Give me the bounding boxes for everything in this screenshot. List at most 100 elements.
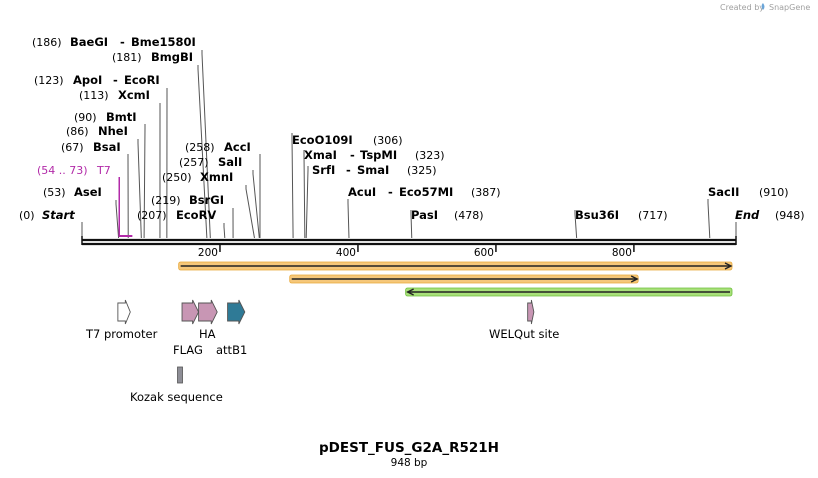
site-pos-nhei: (86) bbox=[66, 125, 89, 138]
site-name-bmti[interactable]: BmtI bbox=[106, 110, 137, 124]
feature-attb1[interactable] bbox=[227, 299, 246, 325]
end-label: End bbox=[735, 208, 760, 222]
leader-line-baegi bbox=[201, 50, 211, 239]
leader-line-bsu36i bbox=[574, 210, 578, 239]
site-name-srfi[interactable]: SrfI bbox=[312, 163, 335, 177]
site-name-smai[interactable]: SmaI bbox=[357, 163, 389, 177]
ruler-ticks: 200 400 600 800 bbox=[198, 244, 635, 259]
feature-flag[interactable] bbox=[181, 299, 200, 325]
leader-line-srfi bbox=[305, 166, 309, 239]
t7-primer[interactable] bbox=[118, 177, 133, 237]
leader-line-xmni bbox=[245, 185, 255, 239]
site-pos-bsu36i: (717) bbox=[638, 209, 668, 222]
leader-line-xmai bbox=[303, 150, 306, 239]
site-pos-bsrgi: (219) bbox=[151, 194, 181, 207]
orf-2-arrow-icon bbox=[630, 275, 639, 283]
site-name-ecori[interactable]: EcoRI bbox=[124, 73, 160, 87]
start-pos: (0) bbox=[19, 209, 35, 222]
site-name-pasi[interactable]: PasI bbox=[411, 208, 438, 222]
site-name-sali[interactable]: SalI bbox=[218, 155, 242, 169]
leader-line-sali bbox=[252, 170, 260, 239]
site-name-baegi[interactable]: BaeGI bbox=[70, 35, 108, 49]
feature-labels: T7 promoter FLAG HA attB1 WELQut site Ko… bbox=[85, 327, 559, 404]
site-name-xcmi[interactable]: XcmI bbox=[118, 88, 150, 102]
site-name-bsu36i[interactable]: Bsu36I bbox=[575, 208, 619, 222]
site-name-sacii[interactable]: SacII bbox=[708, 185, 739, 199]
orf-1-arrow-icon bbox=[724, 262, 733, 270]
snapgene-credit: Created by SnapGene bbox=[720, 3, 810, 12]
site-name-acui[interactable]: AcuI bbox=[348, 185, 376, 199]
feature-track bbox=[117, 299, 535, 384]
site-pos-baegi: (186) bbox=[32, 36, 62, 49]
site-pos-ecoo109i: (306) bbox=[373, 134, 403, 147]
feature-label-t7-promoter[interactable]: T7 promoter bbox=[85, 327, 158, 341]
ruler-tick-label-600: 600 bbox=[474, 247, 494, 259]
site-labels: (186) BaeGI - Bme1580I (181) BmgBI (123)… bbox=[19, 35, 805, 222]
feature-label-flag[interactable]: FLAG bbox=[173, 343, 203, 357]
leader-line-ecorv bbox=[223, 223, 226, 239]
credit-created-by: Created by bbox=[720, 3, 764, 12]
site-pos-bsai: (67) bbox=[61, 141, 84, 154]
site-pos-asei: (53) bbox=[43, 186, 66, 199]
end-pos: (948) bbox=[775, 209, 805, 222]
feature-ha[interactable] bbox=[198, 299, 218, 325]
site-leader-lines bbox=[81, 50, 737, 239]
site-pos-xmai: (323) bbox=[415, 149, 445, 162]
start-label: Start bbox=[42, 208, 75, 222]
leader-line-asei bbox=[115, 200, 120, 239]
leader-line-bmti bbox=[143, 124, 146, 239]
site-name-xmai[interactable]: XmaI bbox=[304, 148, 337, 162]
site-pos-bmgbi: (181) bbox=[112, 51, 142, 64]
site-sep-baegi: - bbox=[120, 35, 125, 49]
site-name-acci[interactable]: AccI bbox=[224, 140, 251, 154]
orf-3-arrow-icon bbox=[406, 288, 414, 296]
leader-line-ecoo109i bbox=[291, 133, 294, 239]
site-name-bmgbi[interactable]: BmgBI bbox=[151, 50, 193, 64]
ruler-tick-label-200: 200 bbox=[198, 247, 218, 259]
site-name-eco57mi[interactable]: Eco57MI bbox=[399, 185, 453, 199]
site-name-apoi[interactable]: ApoI bbox=[73, 73, 102, 87]
site-sep-acui: - bbox=[388, 185, 393, 199]
feature-label-attb1[interactable]: attB1 bbox=[216, 343, 247, 357]
leader-line-nhei bbox=[137, 139, 142, 239]
feature-t7-promoter[interactable] bbox=[117, 299, 131, 325]
site-pos-acci: (258) bbox=[185, 141, 215, 154]
feature-label-ha[interactable]: HA bbox=[199, 327, 216, 341]
site-pos-apoi: (123) bbox=[34, 74, 64, 87]
credit-brand: SnapGene bbox=[769, 3, 810, 12]
site-name-bsai[interactable]: BsaI bbox=[93, 140, 121, 154]
leader-line-sacii bbox=[707, 199, 711, 239]
site-sep-srfi: - bbox=[346, 163, 351, 177]
site-name-bsrgi[interactable]: BsrGI bbox=[189, 193, 224, 207]
site-name-nhei[interactable]: NheI bbox=[98, 124, 128, 138]
site-pos-acui: (387) bbox=[471, 186, 501, 199]
site-pos-ecorv: (207) bbox=[137, 209, 167, 222]
site-sep-xmai: - bbox=[350, 148, 355, 162]
site-pos-xmni: (250) bbox=[162, 171, 192, 184]
leader-line-acui bbox=[347, 199, 350, 239]
feature-label-kozak[interactable]: Kozak sequence bbox=[130, 390, 223, 404]
site-pos-sali: (257) bbox=[179, 156, 209, 169]
site-pos-srfi: (325) bbox=[407, 164, 437, 177]
ruler-tick-label-400: 400 bbox=[336, 247, 356, 259]
feature-kozak[interactable] bbox=[177, 366, 183, 384]
site-name-tspmi[interactable]: TspMI bbox=[360, 148, 397, 162]
site-name-bme1580i[interactable]: Bme1580I bbox=[131, 35, 196, 49]
t7-primer-name[interactable]: T7 bbox=[96, 164, 111, 177]
feature-welqut[interactable] bbox=[527, 299, 535, 325]
site-name-ecorv[interactable]: EcoRV bbox=[176, 208, 216, 222]
site-pos-xcmi: (113) bbox=[79, 89, 109, 102]
ruler-tick-label-800: 800 bbox=[612, 247, 632, 259]
site-pos-sacii: (910) bbox=[759, 186, 789, 199]
feature-label-welqut[interactable]: WELQut site bbox=[489, 327, 559, 341]
snapgene-logo-icon bbox=[761, 3, 765, 10]
site-name-asei[interactable]: AseI bbox=[74, 185, 102, 199]
site-pos-pasi: (478) bbox=[454, 209, 484, 222]
site-name-ecoo109i[interactable]: EcoO109I bbox=[292, 133, 353, 147]
leader-line-bmgbi bbox=[197, 65, 208, 239]
leader-line-pasi bbox=[410, 210, 413, 239]
backbone bbox=[81, 236, 737, 246]
site-sep-apoi: - bbox=[113, 73, 118, 87]
site-name-xmni[interactable]: XmnI bbox=[200, 170, 233, 184]
